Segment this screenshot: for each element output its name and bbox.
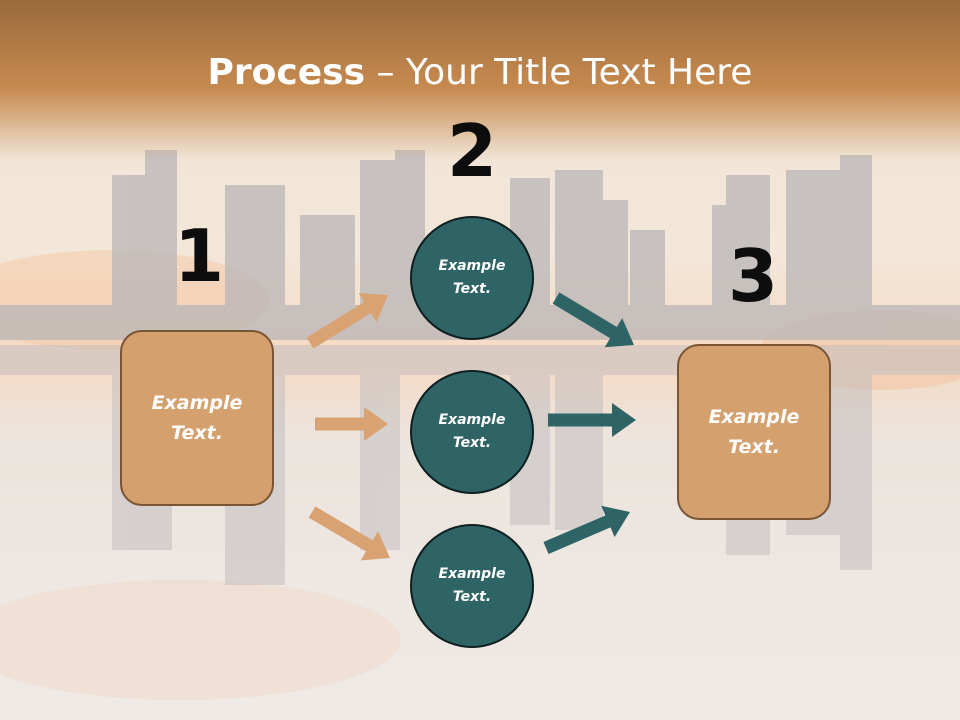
bottom-example-circle: Example Text. [410, 524, 534, 648]
middle-example-circle: Example Text. [410, 370, 534, 494]
bottom-circle-line2: Text. [452, 589, 492, 605]
step-number-1: 1 [173, 214, 225, 298]
step-number-3: 3 [727, 234, 779, 318]
slide-title: Process – Your Title Text Here [0, 52, 960, 93]
left-box-line2: Text. [171, 422, 223, 444]
left-box-line1: Example [151, 392, 243, 414]
right-example-box: Example Text. [677, 344, 831, 520]
top-example-circle: Example Text. [410, 216, 534, 340]
middle-circle-line2: Text. [452, 435, 492, 451]
title-rest: – Your Title Text Here [365, 52, 753, 93]
right-box-line2: Text. [728, 436, 780, 458]
top-circle-line2: Text. [452, 281, 492, 297]
bottom-circle-line1: Example [438, 566, 506, 582]
right-box-line1: Example [708, 406, 800, 428]
top-circle-line1: Example [438, 258, 506, 274]
left-example-box: Example Text. [120, 330, 274, 506]
middle-circle-line1: Example [438, 412, 506, 428]
title-bold: Process [207, 52, 366, 93]
step-number-2: 2 [446, 109, 498, 193]
